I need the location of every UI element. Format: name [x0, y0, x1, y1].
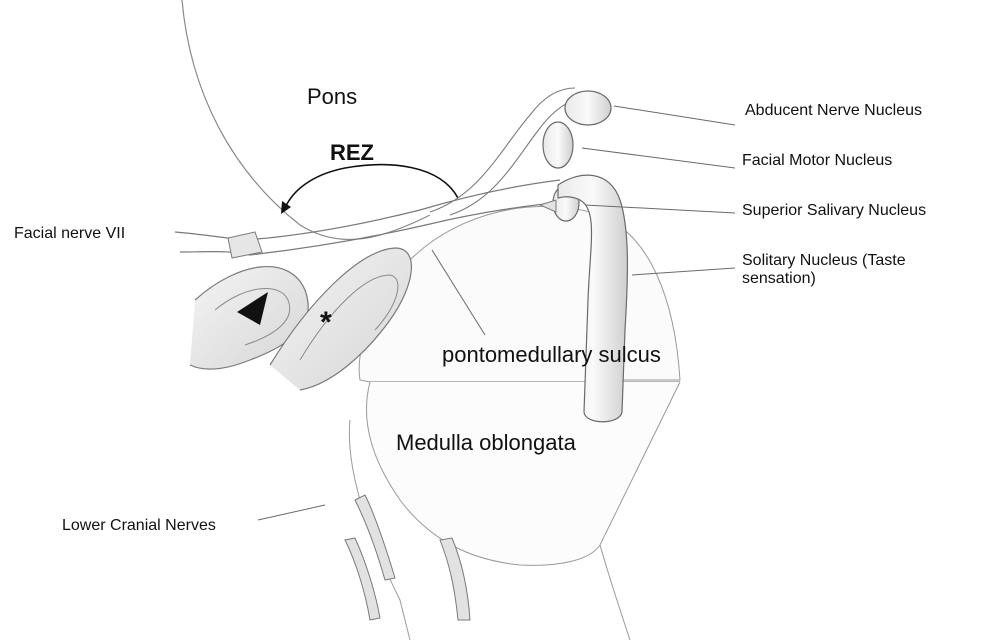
rez-label: REZ	[330, 140, 374, 165]
brainstem-right-edge	[600, 545, 630, 640]
asterisk-marker: *	[320, 306, 332, 341]
leader-abducent	[614, 106, 735, 125]
facial-motor-nucleus	[543, 122, 573, 168]
pons-outline	[182, 0, 430, 239]
leader-facial-motor	[582, 148, 735, 168]
lower-medulla	[367, 382, 680, 565]
facial-nerve-label: Facial nerve VII	[14, 225, 125, 243]
pontomedullary-sulcus-label: pontomedullary sulcus	[442, 342, 661, 367]
leader-lower-cranial	[258, 505, 325, 520]
solitary-nucleus-label: Solitary Nucleus (Taste sensation)	[742, 252, 957, 289]
abducent-nucleus-label: Abducent Nerve Nucleus	[745, 102, 922, 120]
lower-cranial-nerves-label: Lower Cranial Nerves	[62, 517, 216, 535]
facial-motor-nucleus-label: Facial Motor Nucleus	[742, 152, 892, 170]
rez-arc	[285, 165, 458, 208]
abducent-nucleus	[565, 91, 611, 125]
superior-salivary-nucleus-label: Superior Salivary Nucleus	[742, 202, 926, 220]
medulla-oblongata-label: Medulla oblongata	[396, 430, 576, 455]
pons-label: Pons	[307, 84, 357, 109]
rez-arrowhead	[281, 201, 291, 214]
